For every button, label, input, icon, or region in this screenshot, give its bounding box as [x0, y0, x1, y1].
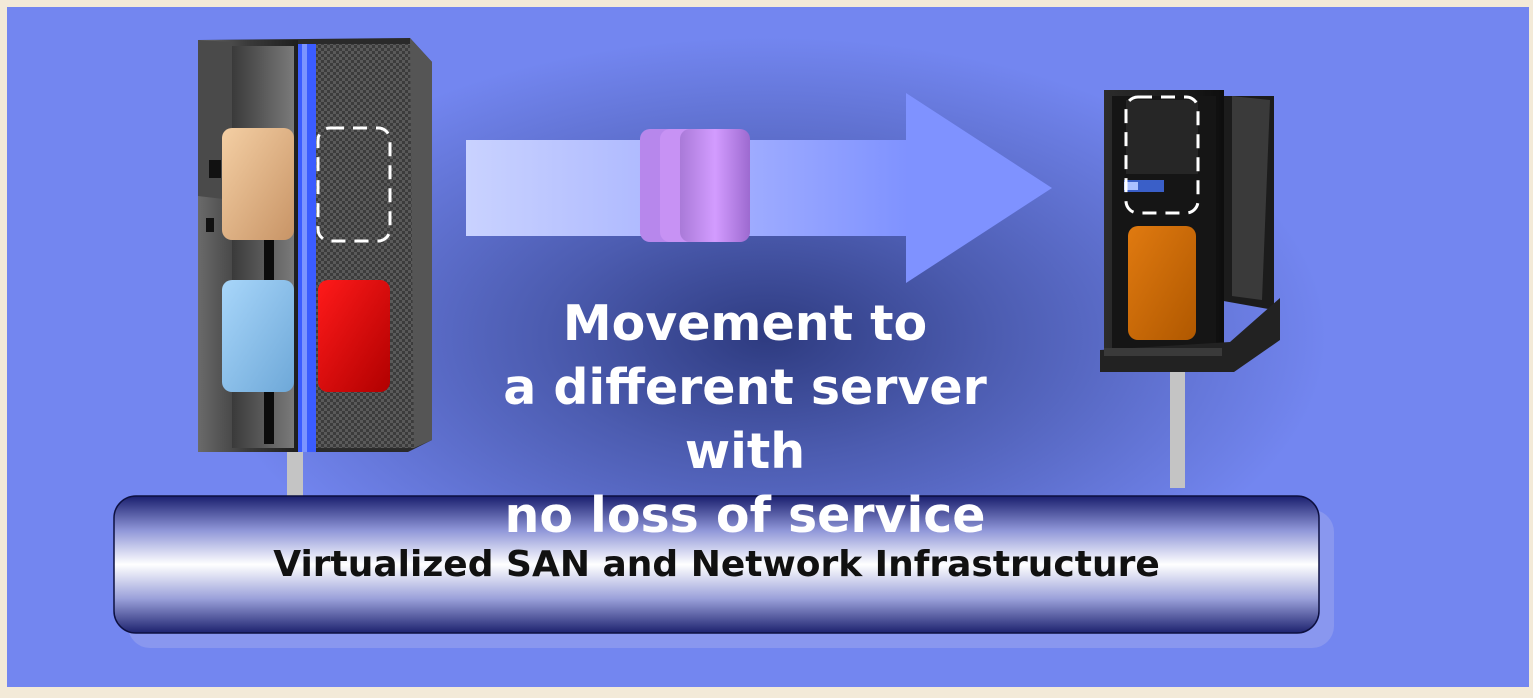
large-server-icon	[198, 38, 432, 452]
incoming-partition-slot	[1124, 95, 1200, 215]
migration-caption: Movement to a different server with no l…	[440, 292, 1050, 548]
vacated-partition-slot	[316, 126, 392, 243]
caption-line-1: Movement to	[562, 295, 928, 352]
partition-orange	[1128, 226, 1196, 340]
network-label: Virtualized SAN and Network Infrastructu…	[273, 544, 1160, 585]
caption-line-3: no loss of service	[504, 487, 986, 544]
large-server-connector	[287, 450, 303, 500]
partition-blue	[222, 280, 294, 392]
partition-peach	[222, 128, 294, 240]
small-server-connector	[1170, 370, 1185, 488]
migration-arrow-icon	[466, 93, 1052, 283]
partition-red	[318, 280, 390, 392]
caption-line-2: a different server with	[503, 359, 987, 480]
moving-partition-icon	[640, 129, 750, 242]
small-server-icon	[1100, 90, 1280, 372]
network-pipe	[113, 495, 1334, 648]
